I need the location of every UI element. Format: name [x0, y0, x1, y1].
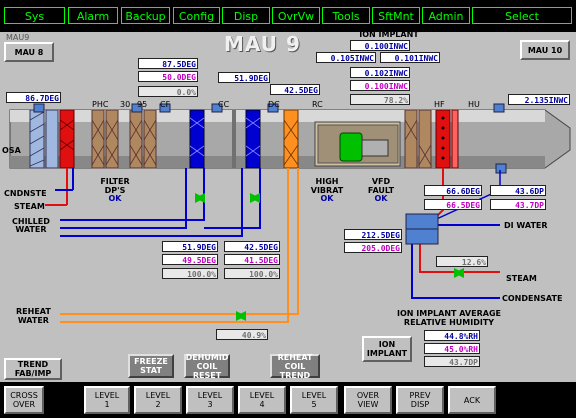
nav-cross-over[interactable]: CROSS OVER	[4, 386, 44, 414]
di-water-label: DI WATER	[504, 221, 548, 230]
cc-supply-temp: 51.9DEG	[162, 241, 218, 252]
hu-temp-2: 66.5DEG	[424, 199, 482, 210]
osa-temp: 86.7DEG	[6, 92, 61, 103]
menu-select[interactable]: Select	[472, 7, 572, 24]
air-handler-diagram	[9, 103, 571, 323]
ion-damper-pct: 78.2%	[350, 94, 410, 105]
nav-over-view[interactable]: OVER VIEW	[344, 386, 392, 414]
section-30: 30	[120, 100, 131, 109]
menu-ovrvw[interactable]: OvrVw	[272, 7, 320, 24]
ion-pressure-2: 0.105INWC	[316, 52, 376, 63]
steam-supply-label: STEAM	[506, 274, 537, 283]
section-dc: DC	[268, 100, 280, 109]
reheat-water-label: REHEAT WATER	[16, 307, 51, 325]
ion-implant-label: ION IMPLANT	[359, 30, 419, 39]
rh-value-1: 44.8%RH	[424, 330, 480, 341]
freeze-stat-button[interactable]: FREEZE STAT	[128, 354, 174, 378]
section-95: 95	[137, 100, 148, 109]
chilled-water-label: CHILLED WATER	[12, 217, 50, 234]
vfd-fault-status: OK	[374, 194, 388, 203]
menu-backup[interactable]: Backup	[121, 7, 170, 24]
filter-status-label: FILTER DP'S	[100, 177, 130, 195]
section-rc: RC	[312, 100, 323, 109]
trend-fab-imp-button[interactable]: TREND FAB/IMP	[4, 358, 62, 380]
dc-setpoint: 41.5DEG	[224, 254, 280, 265]
nav-bar: CROSS OVER LEVEL 1 LEVEL 2 LEVEL 3 LEVEL…	[0, 382, 576, 418]
section-cf: CF	[160, 100, 171, 109]
section-cc: CC	[218, 100, 230, 109]
phc-pct: 0.0%	[138, 86, 198, 97]
ion-pressure-3: 0.101INWC	[380, 52, 440, 63]
menu-tools[interactable]: Tools	[322, 7, 370, 24]
ion-pressure-1: 0.100INWC	[350, 40, 410, 51]
nav-prev-disp[interactable]: PREV DISP	[396, 386, 444, 414]
phc-temp-1: 87.5DEG	[138, 58, 198, 69]
ion-pressure-4: 0.102INWC	[350, 67, 410, 78]
rh-dewpoint: 43.7DP	[424, 356, 480, 367]
section-phc: PHC	[92, 100, 109, 109]
menu-config[interactable]: Config	[173, 7, 220, 24]
menu-bar: Sys Alarm Backup Config Disp OvrVw Tools…	[0, 0, 576, 32]
hu-temp-1: 66.6DEG	[424, 185, 482, 196]
reheat-valve-pct: 40.9%	[216, 329, 268, 340]
dc-supply-temp: 42.5DEG	[224, 241, 280, 252]
ion-implant-button[interactable]: ION IMPLANT	[362, 336, 412, 362]
menu-alarm[interactable]: Alarm	[68, 7, 118, 24]
filter-status: OK	[108, 194, 122, 203]
rh-value-2: 45.0%RH	[424, 343, 480, 354]
phc-temp-2: 50.0DEG	[138, 71, 198, 82]
next-unit-button[interactable]: MAU 10	[520, 40, 570, 60]
steam-label: STEAM	[14, 202, 45, 211]
di-temp: 212.5DEG	[344, 229, 402, 240]
nav-ack[interactable]: ACK	[448, 386, 496, 414]
cc-setpoint: 49.5DEG	[162, 254, 218, 265]
nav-level-3[interactable]: LEVEL 3	[186, 386, 234, 414]
menu-admin[interactable]: Admin	[422, 7, 470, 24]
vfd-fault-label: VFD FAULT	[367, 177, 395, 195]
nav-level-1[interactable]: LEVEL 1	[84, 386, 130, 414]
menu-disp[interactable]: Disp	[222, 7, 270, 24]
ion-pressure-5: 0.100INWC	[350, 80, 410, 91]
section-hf: HF	[434, 100, 445, 109]
menu-sftmnt[interactable]: SftMnt	[372, 7, 420, 24]
prev-unit-button[interactable]: MAU 8	[4, 42, 54, 62]
nav-level-2[interactable]: LEVEL 2	[134, 386, 182, 414]
cc-valve-pct: 100.0%	[162, 268, 218, 279]
vibration-status: OK	[320, 194, 334, 203]
dehumid-coil-reset-button[interactable]: DEHUMID COIL RESET	[184, 352, 230, 380]
nav-level-4[interactable]: LEVEL 4	[238, 386, 286, 414]
condensate-label: CONDENSATE	[502, 294, 563, 303]
menu-sys[interactable]: Sys	[4, 7, 65, 24]
di-setpoint: 205.0DEG	[344, 242, 402, 253]
dc-temp: 42.5DEG	[270, 84, 320, 95]
hu-dewpoint-2: 43.7DP	[490, 199, 546, 210]
steam-valve-pct: 12.6%	[436, 256, 488, 267]
dc-valve-pct: 100.0%	[224, 268, 280, 279]
osa-label: OSA	[2, 146, 21, 155]
vibration-label: HIGH VIBRAT	[310, 177, 344, 195]
cc-temp: 51.9DEG	[218, 72, 270, 83]
hu-dewpoint-1: 43.6DP	[490, 185, 546, 196]
page-title: MAU 9	[224, 32, 301, 56]
section-hu: HU	[468, 100, 480, 109]
cndnste-label: CNDNSTE	[4, 189, 47, 198]
unit-code: MAU9	[6, 33, 30, 42]
hu-pressure: 2.135INWC	[508, 94, 570, 105]
nav-level-5[interactable]: LEVEL 5	[290, 386, 338, 414]
rh-title: ION IMPLANT AVERAGE RELATIVE HUMIDITY	[397, 309, 501, 327]
reheat-coil-trend-button[interactable]: REHEAT COIL TREND	[270, 353, 320, 380]
